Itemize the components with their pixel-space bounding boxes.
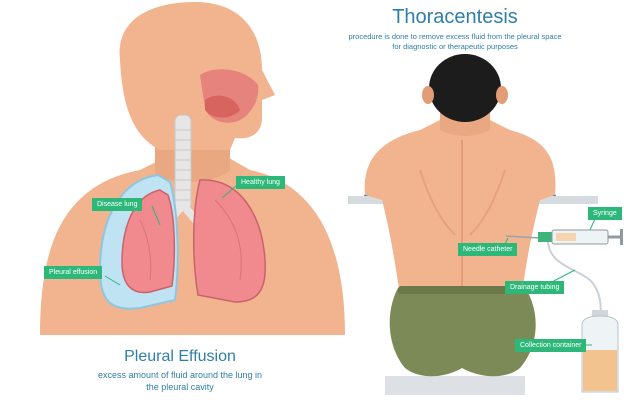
head-skin bbox=[120, 2, 275, 150]
stool bbox=[385, 376, 525, 395]
thoracentesis-subtitle: procedure is done to remove excess fluid… bbox=[320, 32, 590, 52]
pants bbox=[390, 288, 536, 376]
trachea bbox=[175, 115, 191, 210]
collected-fluid bbox=[583, 350, 617, 391]
pleural-effusion-subtitle: excess amount of fluid around the lung i… bbox=[60, 370, 300, 393]
collection-bottle bbox=[582, 310, 618, 392]
label-needle-catheter: Needle catheter bbox=[458, 243, 517, 256]
label-pleural-effusion: Pleural effusion bbox=[44, 266, 102, 279]
anatomy-figure bbox=[40, 2, 345, 335]
pleural-effusion-subtitle-line1: excess amount of fluid around the lung i… bbox=[60, 370, 300, 382]
thoracentesis-subtitle-line1: procedure is done to remove excess fluid… bbox=[320, 32, 590, 42]
back-skin bbox=[365, 120, 556, 295]
pleural-effusion-title: Pleural Effusion bbox=[70, 348, 290, 366]
thoracentesis-subtitle-line2: for diagnostic or therapeutic purposes bbox=[320, 42, 590, 52]
label-disease-lung: Disease lung bbox=[92, 198, 142, 211]
label-syringe: Syringe bbox=[588, 207, 622, 220]
pleural-effusion-subtitle-line2: the pleural cavity bbox=[60, 382, 300, 394]
label-healthy-lung: Healthy lung bbox=[236, 176, 285, 189]
label-collection-container: Collection container bbox=[515, 339, 586, 352]
thoracentesis-title: Thoracentesis bbox=[330, 6, 580, 29]
patient-head bbox=[429, 54, 501, 122]
stopcock bbox=[538, 232, 552, 242]
label-drainage-tubing: Drainage tubing bbox=[505, 281, 564, 294]
